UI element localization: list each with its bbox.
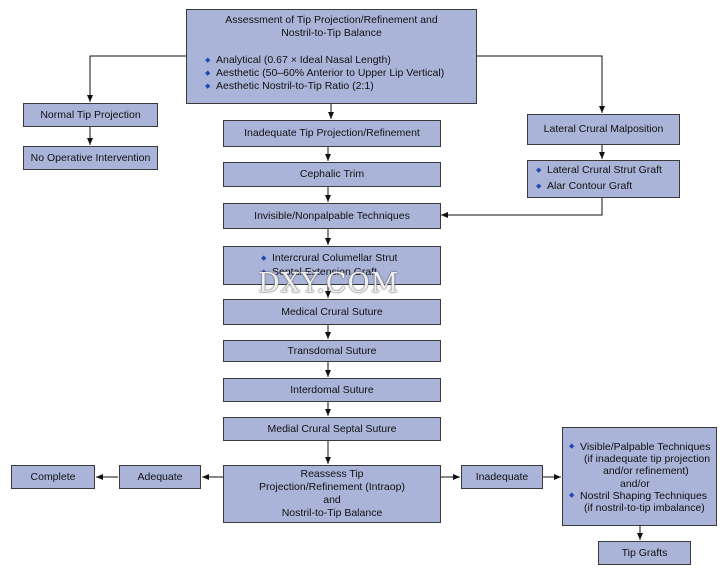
strut-graft-item: Intercrural Columellar Strut bbox=[261, 252, 434, 265]
arrow-top-to-malposition bbox=[477, 55, 605, 113]
visible-item-1: ◆ Visible/Palpable Techniques (if inadeq… bbox=[569, 441, 711, 490]
arrow-top-to-normal bbox=[87, 55, 186, 102]
inadequate-result-box: Inadequate bbox=[461, 465, 543, 489]
reassess-box: Reassess Tip Projection/Refinement (Intr… bbox=[223, 465, 441, 523]
watermark: DXY.COM bbox=[258, 268, 400, 299]
complete-box: Complete bbox=[11, 465, 95, 489]
interdomal-suture-box: Interdomal Suture bbox=[223, 378, 441, 402]
adequate-box: Adequate bbox=[119, 465, 201, 489]
lateral-graft-item: Alar Contour Graft bbox=[536, 180, 673, 193]
medical-crural-suture-box: Medical Crural Suture bbox=[223, 299, 441, 325]
bullet-icon: ◆ bbox=[569, 443, 575, 450]
arrow-grafts-to-invisible bbox=[441, 198, 603, 218]
strut-graft-item: Septal Extension Graft bbox=[261, 266, 434, 279]
transdomal-suture-box: Transdomal Suture bbox=[223, 340, 441, 362]
assessment-bullets: Analytical (0.67 × Ideal Nasal Length) A… bbox=[205, 54, 470, 93]
visible-item-2: ◆ Nostril Shaping Techniques (if nostril… bbox=[569, 489, 708, 515]
lateral-crural-malposition-box: Lateral Crural Malposition bbox=[527, 114, 680, 145]
cephalic-trim-box: Cephalic Trim bbox=[223, 162, 441, 187]
normal-tip-projection-box: Normal Tip Projection bbox=[23, 103, 158, 127]
invisible-techniques-box: Invisible/Nonpalpable Techniques bbox=[223, 203, 441, 229]
assessment-box: Assessment of Tip Projection/Refinement … bbox=[186, 9, 477, 104]
assessment-title: Assessment of Tip Projection/Refinement … bbox=[225, 14, 438, 39]
visible-techniques-box: ◆ Visible/Palpable Techniques (if inadeq… bbox=[562, 427, 717, 526]
lateral-grafts-list: Lateral Crural Strut Graft Alar Contour … bbox=[536, 164, 673, 193]
lateral-grafts-box: Lateral Crural Strut Graft Alar Contour … bbox=[527, 160, 680, 198]
assessment-bullet: Aesthetic (50–60% Anterior to Upper Lip … bbox=[205, 67, 470, 80]
assessment-bullet: Aesthetic Nostril-to-Tip Ratio (2:1) bbox=[205, 80, 470, 93]
bullet-icon: ◆ bbox=[569, 491, 575, 499]
tip-grafts-box: Tip Grafts bbox=[598, 541, 691, 565]
assessment-bullet: Analytical (0.67 × Ideal Nasal Length) bbox=[205, 54, 470, 67]
strut-graft-list: Intercrural Columellar Strut Septal Exte… bbox=[261, 252, 434, 279]
strut-graft-box: Intercrural Columellar Strut Septal Exte… bbox=[223, 246, 441, 285]
lateral-graft-item: Lateral Crural Strut Graft bbox=[536, 164, 673, 177]
inadequate-tip-projection-box: Inadequate Tip Projection/Refinement bbox=[223, 120, 441, 147]
medial-crural-septal-suture-box: Medial Crural Septal Suture bbox=[223, 417, 441, 441]
no-operative-intervention-box: No Operative Intervention bbox=[23, 146, 158, 170]
